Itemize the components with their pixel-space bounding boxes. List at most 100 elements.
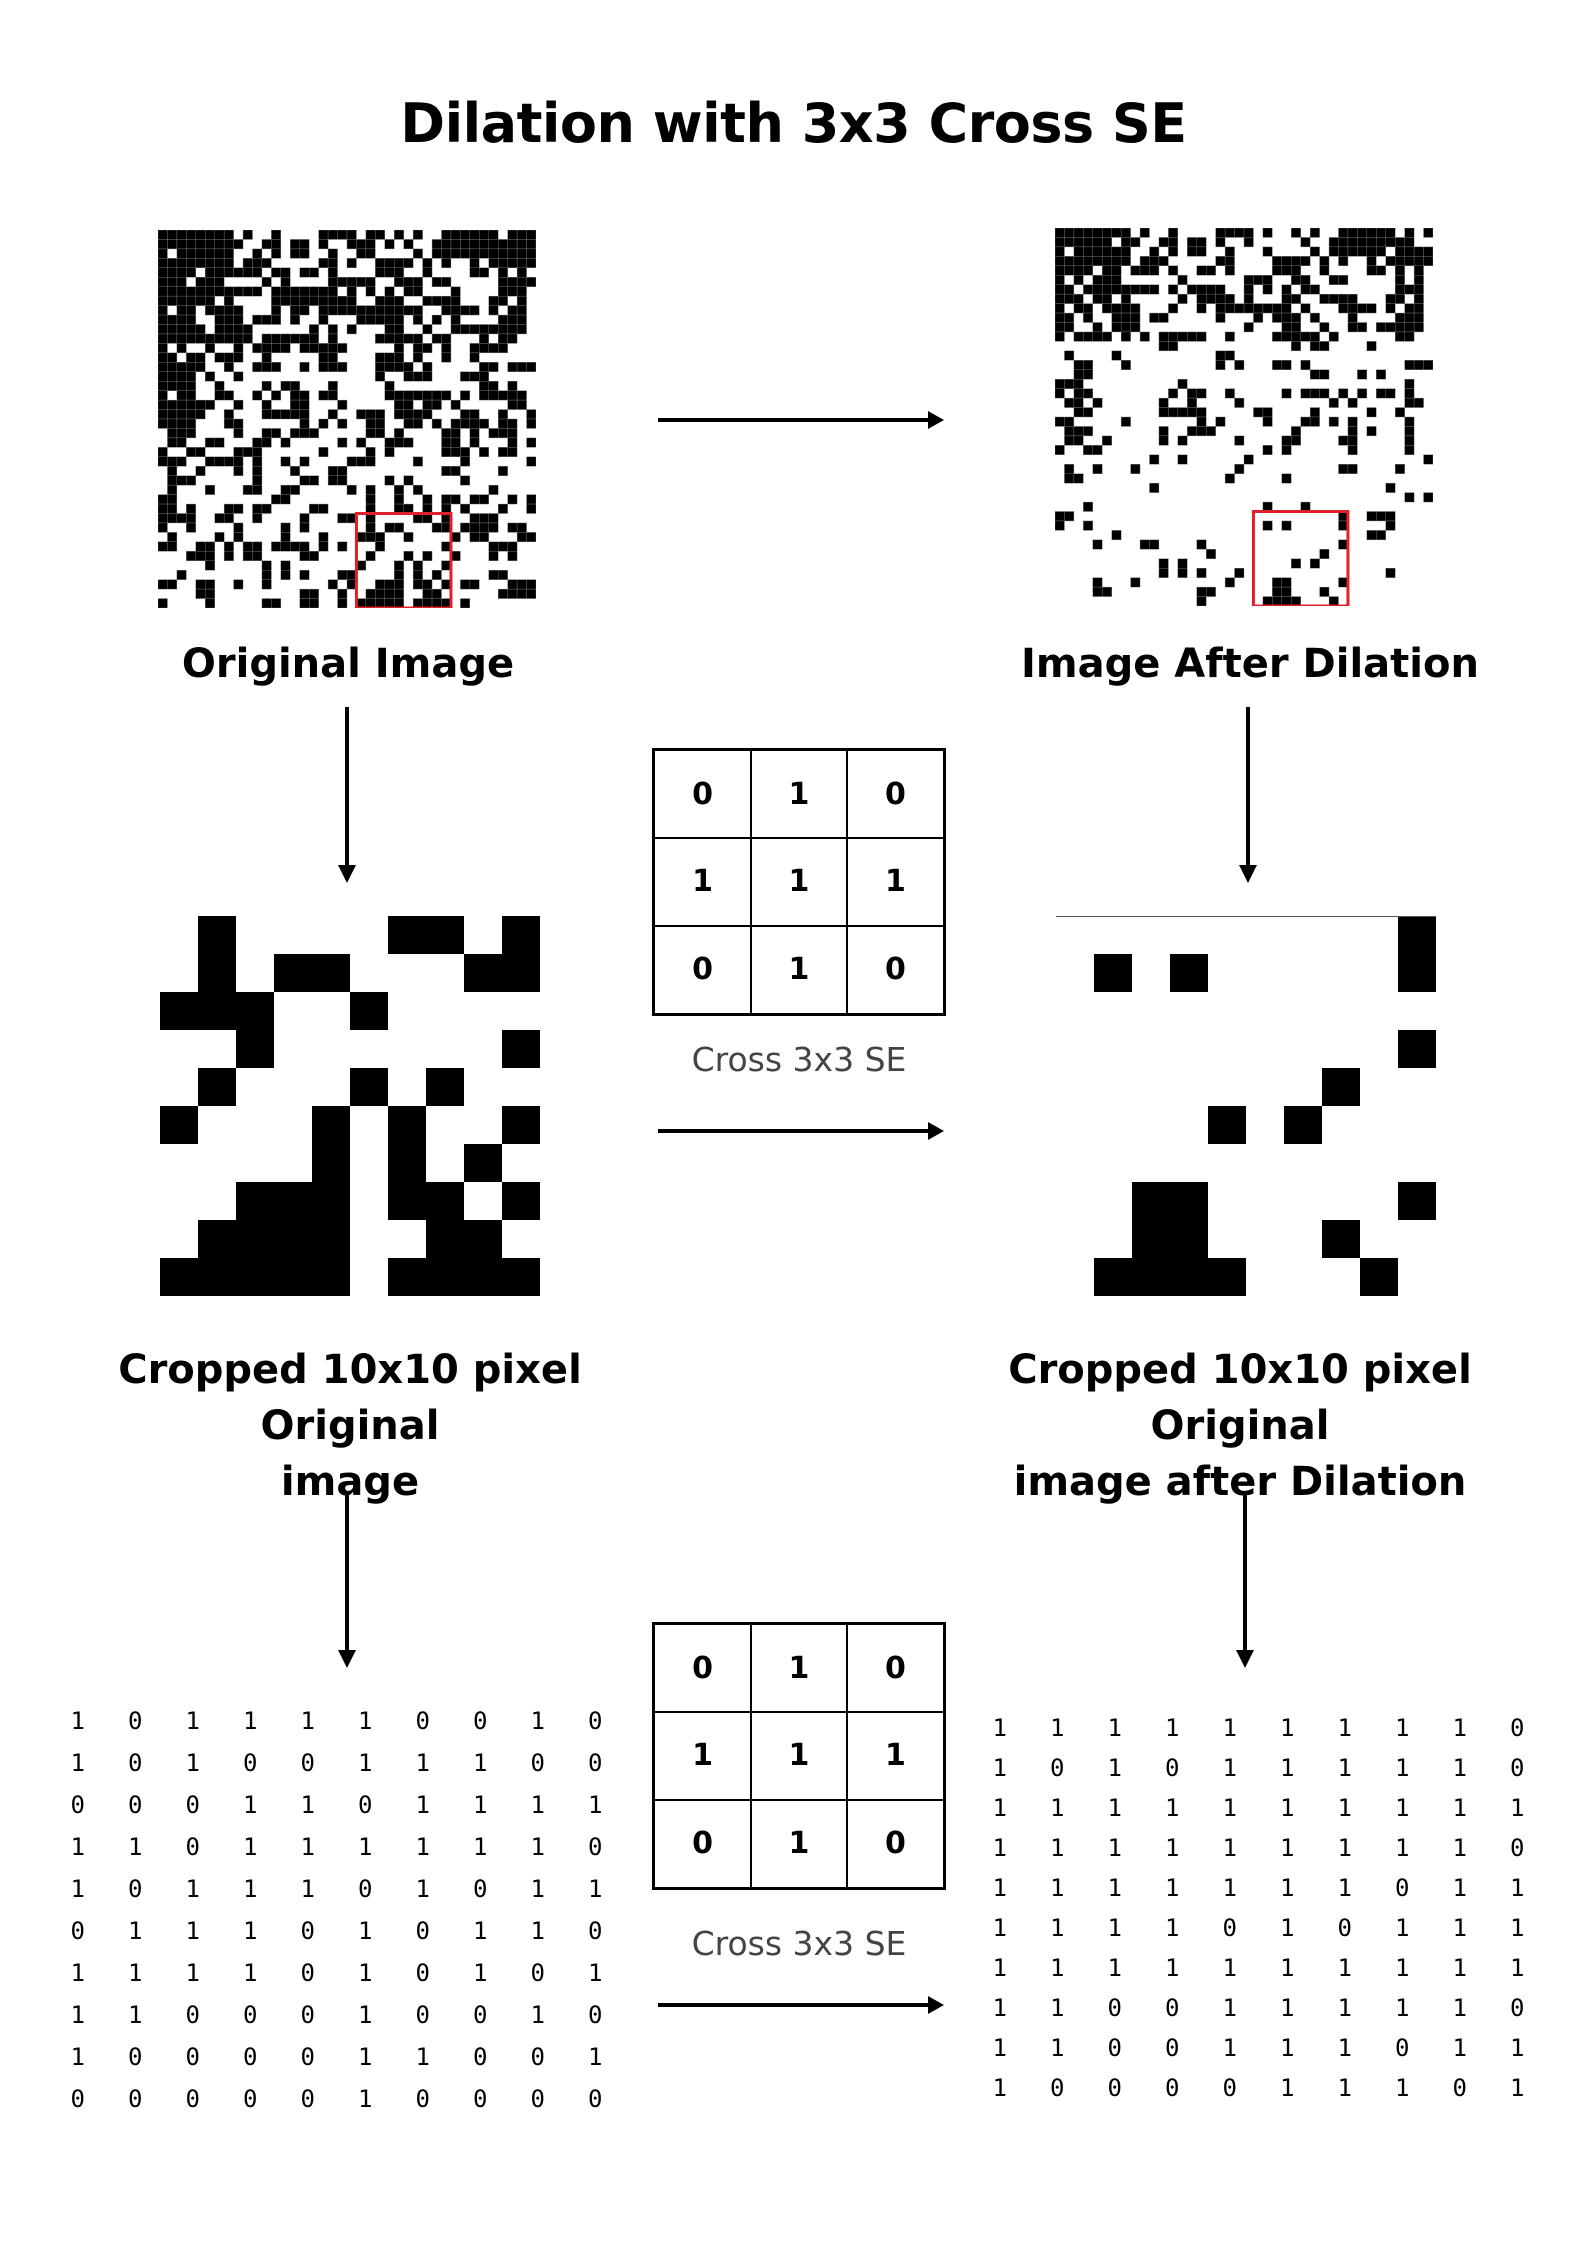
black-pixel	[1094, 1258, 1132, 1296]
black-pixel	[1092, 577, 1103, 588]
black-pixel	[1338, 435, 1349, 446]
black-pixel	[1234, 360, 1245, 370]
black-pixel	[233, 286, 244, 297]
black-pixel	[198, 1258, 236, 1296]
black-pixel	[384, 390, 395, 401]
black-pixel	[233, 314, 244, 325]
black-pixel	[1187, 388, 1197, 399]
matrix-cell: 0	[530, 2043, 545, 2071]
matrix-cell: 1	[358, 1917, 373, 1945]
black-pixel	[346, 456, 357, 467]
black-pixel	[375, 230, 386, 240]
black-pixel	[365, 418, 376, 429]
matrix-cell: 1	[128, 1959, 143, 1987]
black-pixel	[1215, 228, 1226, 238]
matrix-cell: 1	[1222, 2034, 1237, 2062]
black-pixel	[1064, 397, 1075, 408]
black-pixel	[1083, 520, 1094, 531]
black-pixel	[1272, 331, 1283, 342]
black-pixel	[1120, 322, 1131, 333]
black-pixel	[167, 466, 178, 476]
black-pixel	[1281, 586, 1292, 597]
matrix-cell: 1	[1222, 1834, 1237, 1862]
black-pixel	[1398, 1182, 1436, 1220]
black-pixel	[1215, 293, 1226, 304]
black-pixel	[312, 1106, 350, 1144]
matrix-cell: 0	[1510, 1834, 1525, 1862]
black-pixel	[1064, 511, 1075, 522]
se-cell: 1	[652, 837, 753, 927]
black-pixel	[1177, 331, 1188, 342]
black-pixel	[384, 380, 395, 391]
black-pixel	[507, 324, 518, 335]
black-pixel	[223, 295, 234, 306]
black-pixel	[356, 248, 367, 259]
black-pixel	[422, 324, 433, 335]
black-pixel	[233, 333, 244, 344]
black-pixel	[1291, 312, 1301, 323]
black-pixel	[1187, 331, 1197, 342]
black-pixel	[214, 314, 225, 325]
black-pixel	[516, 324, 527, 335]
black-pixel	[1215, 256, 1226, 267]
black-pixel	[271, 494, 282, 505]
black-pixel	[1300, 237, 1311, 248]
black-pixel	[1064, 312, 1075, 323]
black-pixel	[1208, 1258, 1246, 1296]
black-pixel	[176, 390, 187, 401]
black-pixel	[1338, 293, 1349, 304]
black-pixel	[195, 588, 206, 599]
black-pixel	[261, 570, 272, 580]
black-pixel	[327, 390, 338, 401]
black-pixel	[186, 258, 197, 269]
se-cell: 0	[652, 924, 753, 1016]
black-pixel	[252, 286, 263, 297]
black-pixel	[176, 277, 187, 287]
matrix-cell: 1	[358, 1959, 373, 1987]
black-pixel	[195, 286, 206, 297]
black-pixel	[195, 239, 206, 250]
black-pixel	[167, 399, 178, 410]
black-pixel	[205, 437, 215, 448]
black-pixel	[1168, 341, 1179, 352]
black-pixel	[1243, 303, 1254, 314]
black-pixel	[1055, 312, 1065, 323]
black-pixel	[214, 352, 225, 363]
black-pixel	[1423, 246, 1433, 257]
black-pixel	[1281, 284, 1292, 295]
matrix-cell: 1	[1280, 1994, 1295, 2022]
black-pixel	[1404, 435, 1415, 446]
black-pixel	[299, 418, 310, 429]
black-pixel	[1055, 388, 1065, 399]
black-pixel	[290, 428, 300, 439]
black-pixel	[308, 475, 319, 486]
black-pixel	[1413, 303, 1424, 314]
matrix-cell: 1	[415, 1791, 430, 1819]
black-pixel	[441, 333, 452, 344]
black-pixel	[195, 447, 206, 458]
matrix-cell: 1	[1510, 1874, 1525, 1902]
matrix-cell: 1	[243, 1791, 258, 1819]
se-cell: 1	[750, 837, 848, 927]
black-pixel	[1064, 426, 1075, 437]
black-pixel	[318, 541, 329, 552]
black-pixel	[290, 484, 300, 495]
black-pixel	[186, 475, 197, 486]
black-pixel	[375, 333, 386, 344]
black-pixel	[431, 399, 442, 410]
black-pixel	[1139, 331, 1150, 342]
matrix-cell: 0	[300, 2085, 315, 2113]
black-pixel	[223, 314, 234, 325]
black-pixel	[299, 428, 310, 439]
black-pixel	[1092, 397, 1103, 408]
black-pixel	[160, 1106, 198, 1144]
black-pixel	[1132, 1258, 1170, 1296]
black-pixel	[1187, 284, 1197, 295]
black-pixel	[1064, 416, 1075, 427]
black-pixel	[346, 258, 357, 269]
black-pixel	[479, 333, 489, 344]
black-pixel	[498, 570, 508, 580]
black-pixel	[176, 437, 187, 448]
matrix-cell: 1	[1222, 1874, 1237, 1902]
black-pixel	[507, 248, 518, 259]
